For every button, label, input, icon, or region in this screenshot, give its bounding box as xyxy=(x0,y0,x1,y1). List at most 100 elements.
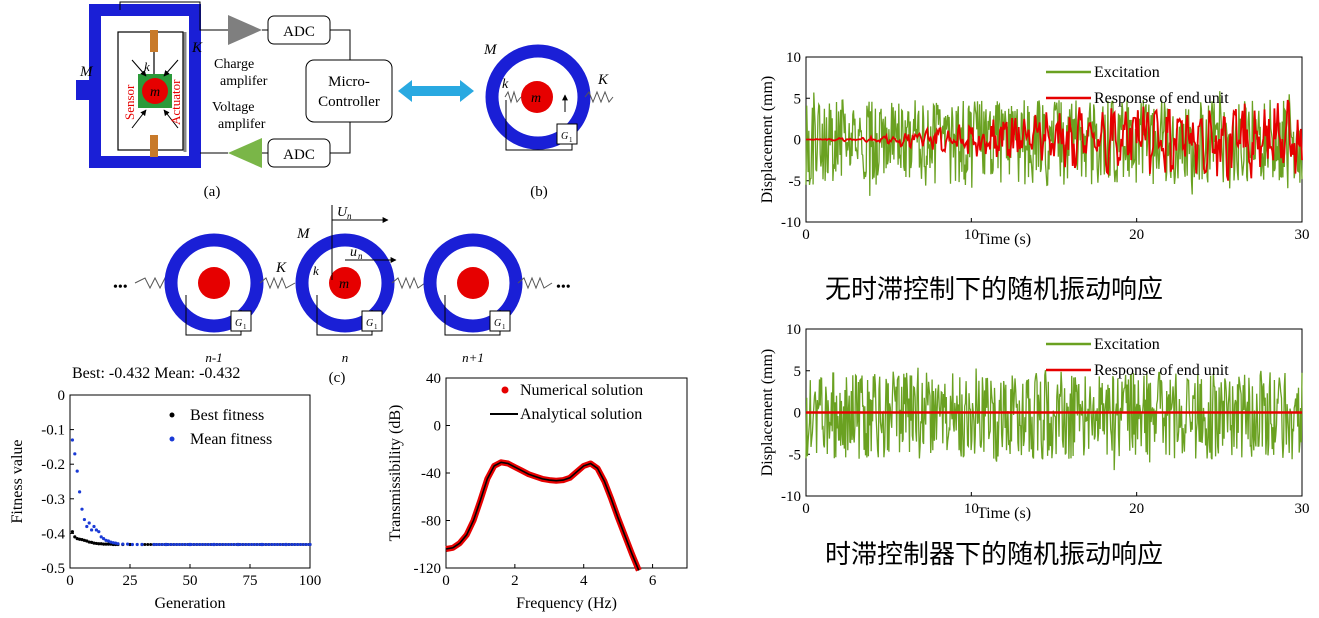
data-point xyxy=(236,542,240,546)
svg-text:1: 1 xyxy=(374,323,378,331)
data-point xyxy=(85,524,89,529)
data-point xyxy=(195,542,199,546)
x-tick-label: 10 xyxy=(964,501,979,517)
voltage-label-1: Voltage xyxy=(212,100,255,115)
data-point xyxy=(104,538,108,542)
data-point xyxy=(140,542,144,547)
label-M: M xyxy=(79,64,94,80)
adc-top-label: ADC xyxy=(283,24,315,40)
data-point xyxy=(102,536,106,541)
data-point xyxy=(276,542,280,546)
caption-a: (a) xyxy=(204,184,221,200)
data-point xyxy=(279,542,283,546)
ball-b xyxy=(521,81,553,113)
gain-box-b xyxy=(556,123,578,145)
data-point xyxy=(259,542,263,546)
data-point xyxy=(161,542,165,546)
data-point xyxy=(73,535,77,539)
data-point xyxy=(73,452,77,456)
y-tick-label: 5 xyxy=(794,364,802,380)
label-K: K xyxy=(191,40,203,56)
x-tick-label: 30 xyxy=(1295,501,1310,517)
x-tick-label: 30 xyxy=(1295,227,1310,243)
data-point xyxy=(284,542,288,546)
data-point xyxy=(282,542,286,546)
data-point xyxy=(184,542,188,546)
data-point xyxy=(87,540,91,544)
arrow-2 xyxy=(163,59,179,77)
legend-label: Mean fitness xyxy=(190,431,272,448)
data-point xyxy=(261,542,265,546)
data-point xyxy=(178,542,182,546)
data-point xyxy=(296,542,300,546)
dots-right: ••• xyxy=(556,280,571,295)
x-tick-label: 100 xyxy=(299,573,322,589)
legend-label: Best fitness xyxy=(190,407,264,424)
svg-text:n: n xyxy=(347,211,352,221)
x-tick-label: 4 xyxy=(580,573,588,589)
data-point xyxy=(169,542,173,546)
data-point xyxy=(293,542,297,546)
chart-title: Best: -0.432 Mean: -0.432 xyxy=(72,365,240,382)
x-axis-label: Time (s) xyxy=(977,231,1031,248)
x-tick-label: 0 xyxy=(442,573,450,589)
y-tick-label: 0 xyxy=(794,133,802,149)
svg-text:1: 1 xyxy=(569,136,573,144)
label-m: m xyxy=(150,85,160,100)
y-tick-label: -0.2 xyxy=(41,457,65,473)
data-point xyxy=(204,542,208,546)
voltage-amplifier-icon xyxy=(228,138,262,168)
caption-b: (b) xyxy=(530,184,548,200)
data-point xyxy=(130,542,134,547)
data-point xyxy=(152,542,156,546)
data-point xyxy=(212,542,216,546)
x-axis-label: Time (s) xyxy=(977,505,1031,522)
svg-text:G: G xyxy=(561,131,568,142)
data-point xyxy=(192,542,196,546)
data-point xyxy=(85,539,89,543)
data-point xyxy=(90,540,94,544)
charge-amplifier-icon xyxy=(228,15,262,45)
data-point xyxy=(99,535,103,539)
charge-label-2: amplifer xyxy=(220,74,268,89)
y-tick-label: 0 xyxy=(794,406,802,422)
data-point xyxy=(80,538,84,542)
data-point xyxy=(158,542,162,546)
excitation-series xyxy=(805,91,1303,196)
data-point xyxy=(181,542,185,546)
data-point xyxy=(146,542,150,546)
adc-bottom-label: ADC xyxy=(283,147,315,163)
sensor-label: Sensor xyxy=(122,84,137,120)
label-m-b: m xyxy=(531,91,541,106)
data-point xyxy=(305,542,309,546)
data-point xyxy=(121,542,125,546)
data-point xyxy=(207,542,211,546)
data-point xyxy=(143,542,147,546)
y-tick-label: -0.4 xyxy=(41,526,65,542)
excitation-series xyxy=(805,367,1303,471)
data-point xyxy=(299,542,303,546)
mcu-label-1: Micro- xyxy=(328,74,370,90)
caption-c: (c) xyxy=(329,370,346,386)
mass-m-ball xyxy=(142,78,168,104)
data-point xyxy=(126,542,130,546)
data-point xyxy=(227,542,231,546)
data-point xyxy=(78,537,82,541)
legend-label: Analytical solution xyxy=(520,406,642,423)
svg-text:M: M xyxy=(296,226,311,242)
data-point xyxy=(270,542,274,546)
data-point xyxy=(221,542,225,546)
svg-text:U: U xyxy=(337,205,348,220)
data-point xyxy=(247,542,251,546)
label-M-b: M xyxy=(483,42,498,58)
data-point xyxy=(175,542,179,546)
data-point xyxy=(198,542,202,546)
y-axis-label: Fitness value xyxy=(9,440,26,524)
response-series xyxy=(806,99,1303,181)
arrow-1 xyxy=(131,59,147,77)
svg-text:u: u xyxy=(350,245,357,260)
